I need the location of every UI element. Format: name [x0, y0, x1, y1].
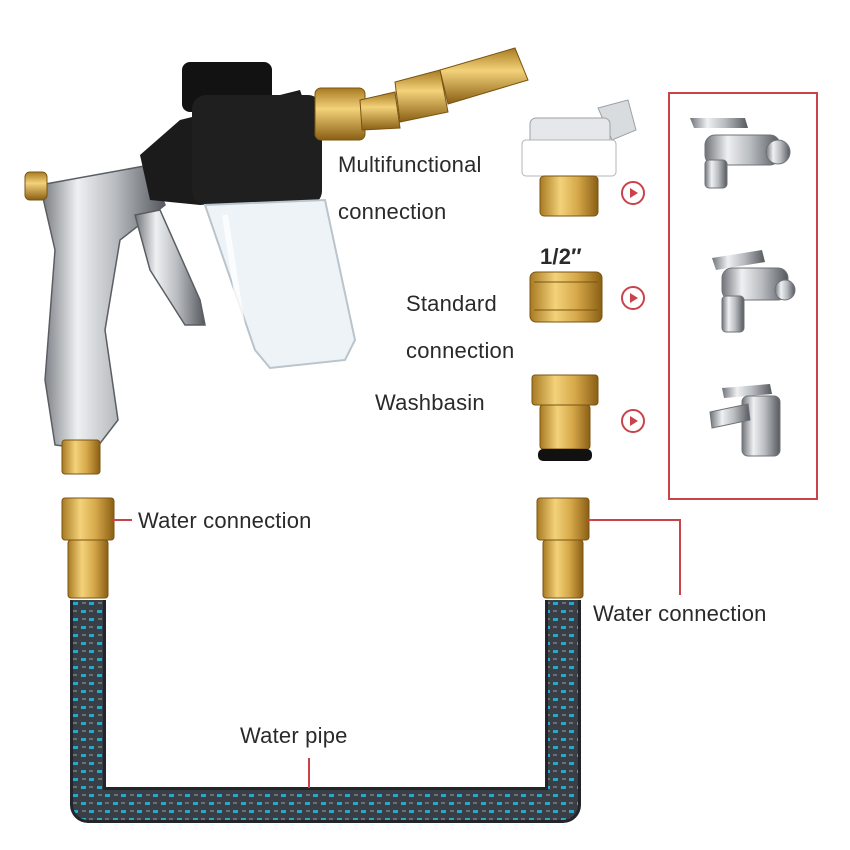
multifunctional-label: Multifunctional — [338, 152, 482, 177]
spray-gun-icon — [24, 47, 529, 475]
brass-fitting-icon — [536, 497, 590, 599]
standard-connection-label: connection — [406, 338, 515, 363]
arrow-right-icon — [621, 181, 645, 205]
water-connection-right-label: Water connection — [593, 601, 767, 626]
tap-frame — [668, 92, 818, 500]
arrow-right-icon — [621, 409, 645, 433]
washbasin-adapter-icon — [531, 374, 599, 461]
water-connection-left-label: Water connection — [138, 508, 312, 533]
standard-adapter-icon — [529, 271, 603, 323]
garden-tap-icon — [712, 250, 796, 333]
braided-hose-icon — [70, 600, 581, 823]
leader-lines — [112, 519, 681, 788]
multifunctional-connection-label: connection — [338, 199, 447, 224]
basin-mixer-icon — [709, 384, 781, 457]
water-pipe-label: Water pipe — [240, 723, 348, 748]
arrow-right-icon — [621, 286, 645, 310]
standard-label: Standard — [406, 291, 497, 316]
multifunctional-adapter-icon — [521, 99, 637, 217]
washbasin-label: Washbasin — [375, 390, 485, 415]
wall-tap-icon — [690, 118, 791, 189]
size-label: 1/2″ — [540, 244, 582, 269]
brass-fitting-icon — [61, 497, 115, 599]
